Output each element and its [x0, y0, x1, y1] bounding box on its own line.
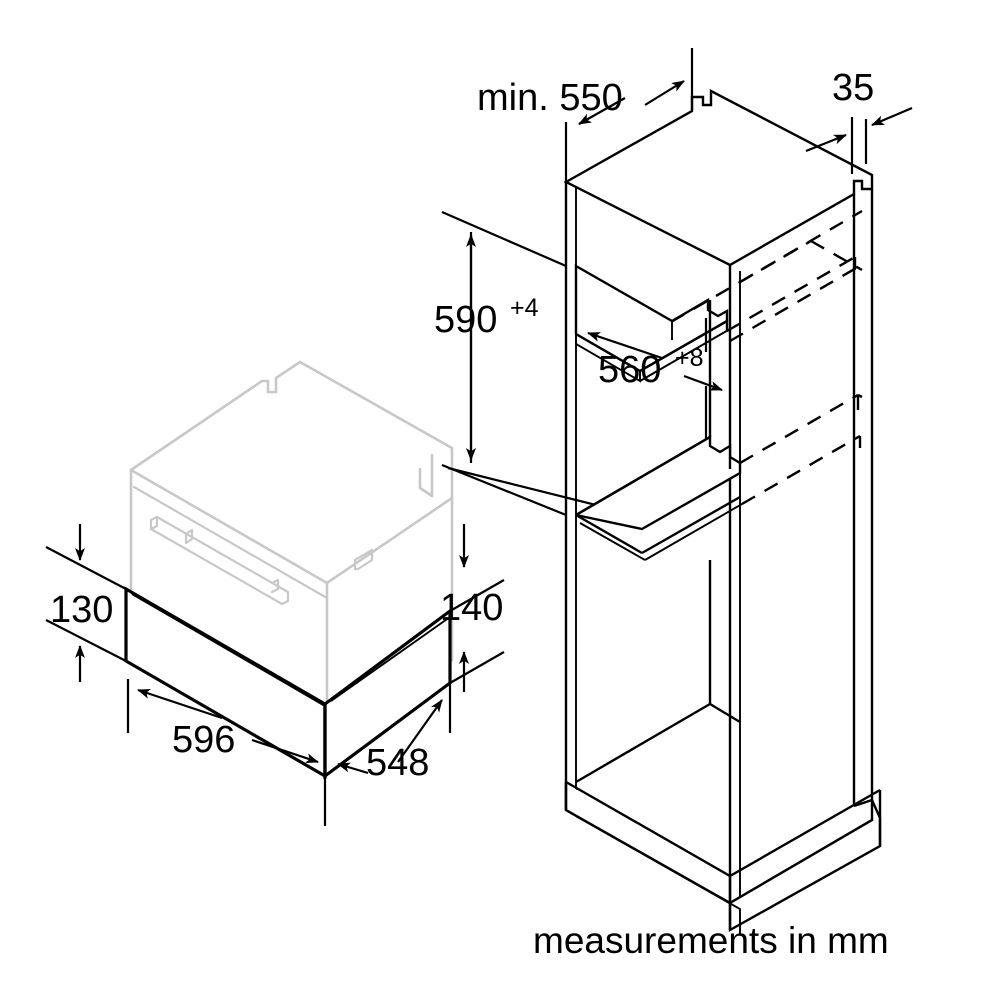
dim-label-35: 35 — [832, 67, 874, 109]
dim-label-596: 596 — [172, 719, 235, 761]
dim-label-140: 140 — [440, 587, 503, 629]
dimension-548: 548 — [337, 683, 452, 784]
dimension-130: 130 — [45, 524, 127, 682]
dimension-35: 35 — [805, 67, 913, 174]
tall-cabinet-unit — [563, 89, 882, 934]
dimension-560: 560 +8 — [587, 318, 723, 440]
dim-label-548: 548 — [366, 742, 429, 784]
dimension-596: 596 — [126, 679, 327, 826]
dim-label-560: 560 — [598, 349, 661, 391]
dim-label-min-550: min. 550 — [477, 77, 623, 119]
dim-label-590: 590 — [434, 299, 497, 341]
warming-drawer-body — [124, 586, 452, 780]
dimension-140: 140 — [440, 524, 505, 692]
dim-label-590-tolerance: +4 — [510, 294, 539, 322]
dimension-min-550: min. 550 — [477, 48, 694, 182]
caption-measurements-in-mm: measurements in mm — [533, 920, 889, 961]
dimension-590: 590 +4 — [434, 210, 567, 517]
dim-label-130: 130 — [50, 589, 113, 631]
dim-label-560-tolerance: +8 — [675, 344, 704, 372]
